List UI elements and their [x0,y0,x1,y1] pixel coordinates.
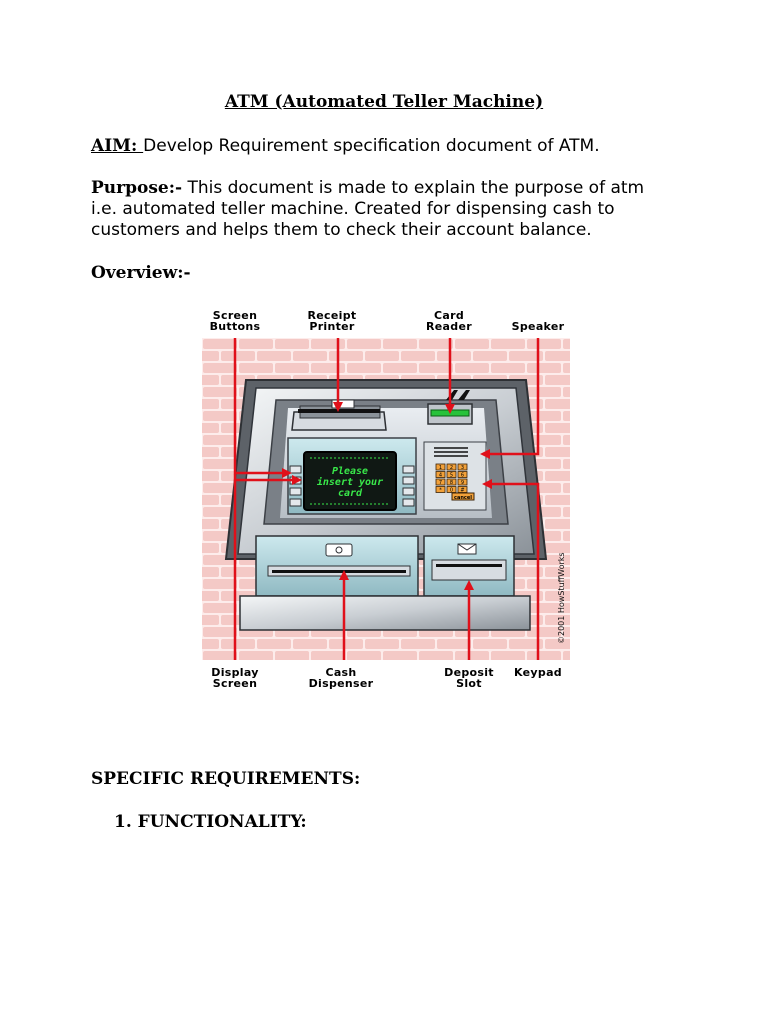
keypad-key-label: 5 [450,473,453,479]
aim-label: AIM: [91,136,144,156]
atm-diagram: Please insert your card 1 2 3 4 5 6 7 8 9 * 0 # can… [196,304,576,696]
arrowheads [282,402,492,590]
keypad-key-label: 9 [461,480,464,486]
copyright-text: ©2001 HowStuffWorks [557,552,566,644]
specific-requirements-heading: SPECIFIC REQUIREMENTS: [91,769,361,789]
keypad-key [435,463,446,471]
callout-speaker: Speaker [493,321,583,332]
keypad-key-label: # [460,488,464,494]
keypad-key-label: 3 [461,465,464,471]
callout-line: Speaker [511,320,565,333]
keypad-key [446,463,457,471]
callout-line: Slot [456,677,482,690]
keypad-cancel-label: cancel [454,495,472,501]
keypad-key [435,486,446,493]
callout-line: Dispenser [308,677,374,690]
keypad-key [435,478,446,486]
callout-line: Cash [325,666,357,679]
keypad-key-label: * [439,488,442,494]
callout-line: Screen [212,677,258,690]
keypad-key-label: 2 [450,465,453,471]
purpose-line-2: i.e. automated teller machine. Created f… [91,199,615,219]
callout-line: Keypad [514,666,562,679]
screen-text-3: card [338,488,363,499]
callout-line: Deposit [444,666,494,679]
receipt-printer [291,399,387,431]
speaker [434,447,468,457]
screen-text-2: insert your [317,476,383,488]
callout-line: Printer [309,320,355,333]
display-screen [303,451,397,511]
callout-line: Screen [212,309,258,322]
purpose-text-1: This document is made to explain the pur… [182,178,645,198]
functionality-heading: 1. FUNCTIONALITY: [114,812,307,832]
keypad-key [457,478,468,486]
screen-text-1: Please [332,466,368,477]
callout-line: Buttons [209,320,261,333]
keypad-key-label: 1 [439,465,442,471]
keypad-key-label: 4 [439,473,442,479]
callout-line: Card [434,309,464,322]
keypad-key-label: 8 [450,480,453,486]
screen-buttons-right [402,465,415,507]
purpose-label: Purpose:- [91,178,183,198]
callout-line: Reader [426,320,472,333]
document-title: ATM (Automated Teller Machine) [224,92,544,112]
keypad-key-label: 6 [461,473,464,479]
aim-line: AIM: Develop Requirement specification d… [91,136,600,157]
overview-heading: Overview:- [91,263,191,283]
cash-dispenser [267,543,411,577]
keypad-key-label: 7 [439,480,442,486]
purpose-line-1: Purpose:- This document is made to expla… [91,178,644,199]
keypad-key-label: 0 [450,488,453,494]
keypad-key [446,478,457,486]
keypad-key [457,463,468,471]
keypad-key [435,471,446,478]
purpose-line-3: customers and helps them to check their … [91,220,592,240]
keypad-cancel-key [451,492,475,501]
callout-line: Display [211,666,259,679]
aim-text: Develop Requirement specification docume… [143,136,600,156]
leader-lines [233,338,540,660]
purpose-paragraph: Purpose:- This document is made to expla… [91,178,644,241]
keypad-key [446,471,457,478]
callout-keypad: Keypad [493,667,583,678]
keypad: 1 2 3 4 5 6 7 8 9 * 0 # [435,463,468,494]
callout-line: Receipt [307,309,357,322]
keypad-key [457,471,468,478]
